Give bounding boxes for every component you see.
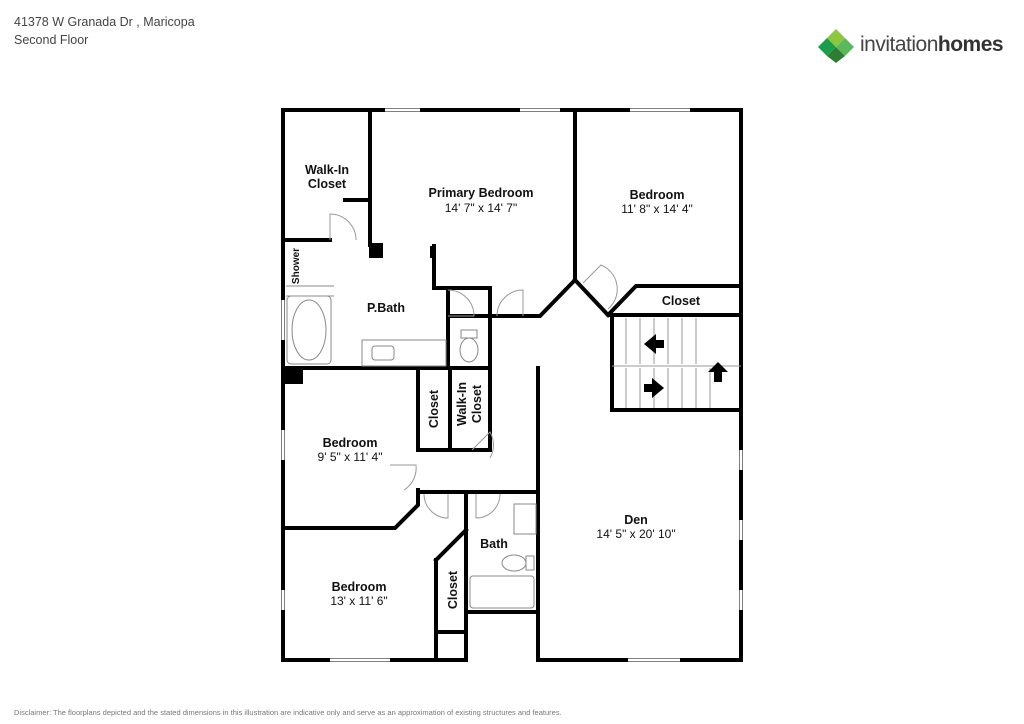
floor-text: Second Floor (14, 33, 89, 47)
brand-logo: invitationhomes (818, 27, 1004, 63)
closet-sw-label: Closet (446, 570, 460, 609)
bedroom-ne-dims: 11' 8" x 14' 4" (621, 202, 693, 216)
toilet-icon (459, 337, 479, 363)
bathtub-icon-2 (469, 575, 535, 609)
arrow-left-icon (644, 334, 664, 354)
disclaimer-text: Disclaimer: The floorplans depicted and … (14, 708, 562, 717)
address-text: 41378 W Granada Dr , Maricopa (14, 15, 195, 29)
primary-bedroom-label: Primary Bedroom (429, 186, 534, 200)
p-bath-label: P.Bath (367, 301, 405, 315)
walkin-closet-1-label-2: Closet (308, 177, 347, 191)
primary-bedroom-dims: 14' 7" x 14' 7" (445, 201, 517, 215)
arrow-right-icon (644, 378, 664, 398)
walkin-closet-2-label: Walk-In (455, 382, 469, 426)
bath-label: Bath (480, 537, 508, 551)
closet-ne-label: Closet (662, 294, 701, 308)
den-dims: 14' 5" x 20' 10" (596, 527, 675, 541)
closet-w-label: Closet (427, 389, 441, 428)
stair-arrows (644, 334, 728, 398)
bedroom-sw-label: Bedroom (332, 580, 387, 594)
vanity-icon (361, 339, 447, 367)
brand-name: invitationhomes (860, 33, 1004, 57)
bathtub-icon (286, 295, 332, 365)
walkin-closet-1-label: Walk-In (305, 163, 349, 177)
walkin-closet-2-label-2: Closet (470, 384, 484, 423)
bedroom-w-label: Bedroom (323, 436, 378, 450)
den-label: Den (624, 513, 648, 527)
arrow-up-icon (708, 362, 728, 382)
brand-name-bold: homes (937, 33, 1004, 56)
header: 41378 W Granada Dr , Maricopa Second Flo… (14, 13, 195, 49)
brand-name-light: invitation (860, 33, 938, 56)
bedroom-w-dims: 9' 5" x 11' 4" (318, 450, 383, 464)
bedroom-sw-dims: 13' x 11' 6" (330, 594, 387, 608)
brand-mark-icon (818, 29, 854, 63)
shower-label: Shower (291, 248, 302, 284)
bedroom-ne-label: Bedroom (630, 188, 685, 202)
